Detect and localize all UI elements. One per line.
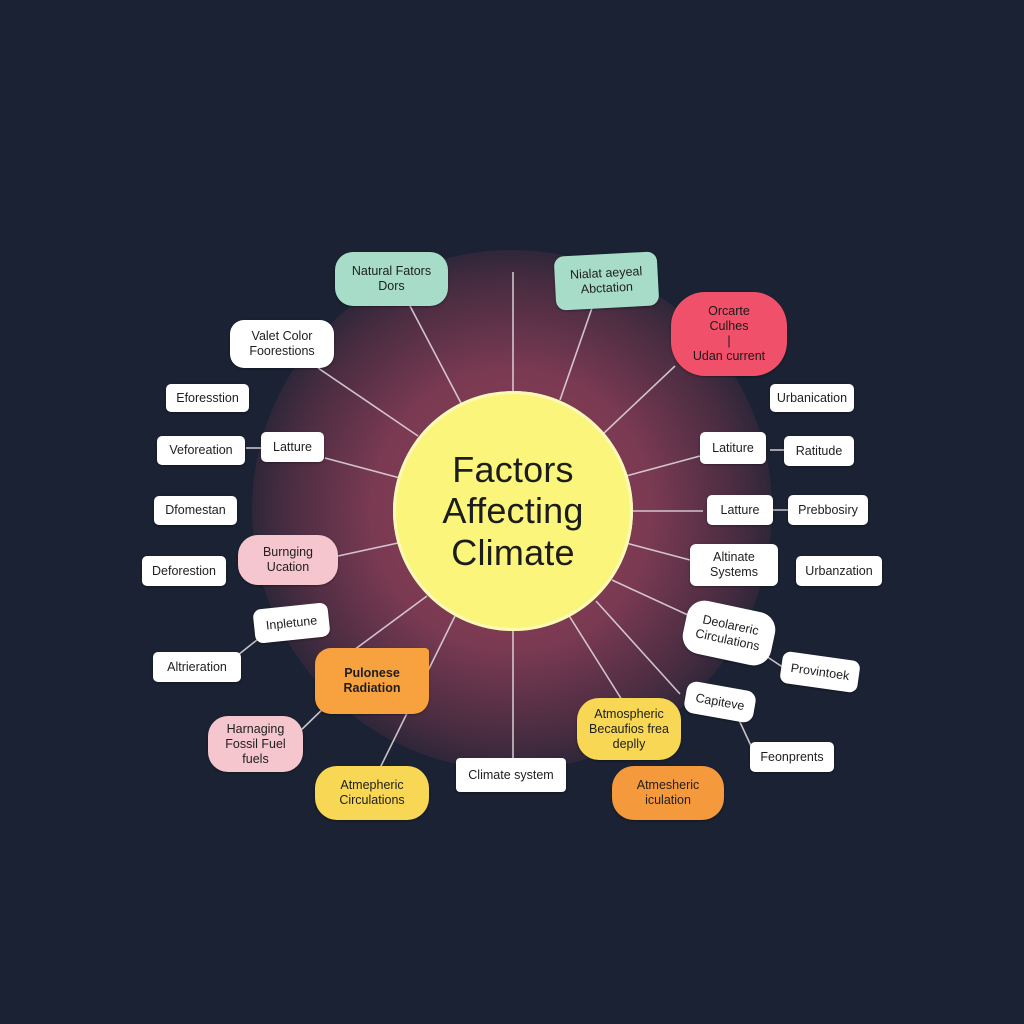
connector-line [409,305,463,406]
connector-line [625,542,691,561]
connector-line [567,613,623,701]
hub-title: Factors Affecting Climate [442,448,584,573]
node-label: Altrieration [167,659,227,674]
connector-line [595,600,681,695]
node-label: Atmesheric iculation [636,778,700,807]
connector-line [611,579,691,617]
node-latture-left[interactable]: Latture [261,432,324,462]
node-label: Latiture [712,440,754,455]
node-label: Eforesstion [176,390,239,405]
node-label: Natural Fators Dors [351,264,432,293]
node-label: Harnaging Fossil Fuel fuels [225,721,286,766]
node-label: Dfomestan [165,503,226,517]
node-urbanication[interactable]: Urbanication [770,384,854,412]
node-label: Climate system [468,767,554,782]
node-burnging-ucation[interactable]: Burnging Ucation [238,535,338,585]
node-dfomestan[interactable]: Dfomestan [154,496,237,525]
node-label: Nialat aeyeal Abctation [569,264,643,297]
node-label: Ratitude [795,443,843,458]
node-atmospheric-becaufios[interactable]: Atmospheric Becaufios frea deplly [577,698,681,760]
node-label: Atmospheric Becaufios frea deplly [589,706,669,751]
node-label: Atmepheric Circulations [339,778,405,807]
node-label: Latture [273,439,312,454]
node-valet-color[interactable]: Valet Color Foorestions [230,320,334,368]
node-altieration[interactable]: Altrieration [153,652,241,682]
node-feonprents[interactable]: Feonprents [750,742,834,772]
node-ratitude[interactable]: Ratitude [784,436,854,466]
node-label: Inpletune [265,612,318,633]
connector-line [353,595,428,651]
connector-line [337,542,399,557]
node-natural-factors[interactable]: Natural Fators Dors [335,252,448,306]
connector-line [738,719,753,749]
connector-line [324,457,401,479]
connector-line [317,367,419,437]
node-label: Urbanication [776,390,848,405]
node-label: Deforestion [152,563,216,578]
connector-line [625,455,701,477]
node-latiture-right[interactable]: Latiture [700,432,766,464]
node-pulonese-radiation[interactable]: Pulonese Radiation [315,648,429,714]
node-label: Provintoek [789,660,851,683]
node-prebbosiry[interactable]: Prebbosiry [788,495,868,525]
node-label: Deolareric Circulations [694,612,761,654]
connector-line [602,365,676,435]
node-label: Pulonese Radiation [343,666,401,695]
node-label: Feonprents [760,749,824,764]
node-label: Latture [720,502,760,517]
node-urbanzation[interactable]: Urbanzation [796,556,882,586]
node-climate-system[interactable]: Climate system [456,758,566,792]
node-eforesstion[interactable]: Eforesstion [166,384,249,412]
node-latture-right[interactable]: Latture [707,495,773,525]
node-label: Capiteve [694,690,746,713]
node-label: Altinate Systems [710,550,758,579]
connector-line [559,307,593,401]
node-label: Valet Color Foorestions [249,329,315,358]
node-deforestion[interactable]: Deforestion [142,556,226,586]
node-natural-aeyeal[interactable]: Nialat aeyeal Abctation [553,251,660,311]
node-atmepheric-circulations[interactable]: Atmepheric Circulations [315,766,429,820]
node-harnaging[interactable]: Harnaging Fossil Fuel fuels [208,716,303,772]
node-atmesheric-iculation[interactable]: Atmesheric iculation [612,766,724,820]
central-hub: Factors Affecting Climate [393,391,633,631]
node-label: Urbanzation [805,563,873,578]
node-label: Burnging Ucation [262,545,314,574]
node-altinate-systems[interactable]: Altinate Systems [690,544,778,586]
node-veforeation[interactable]: Veforeation [157,436,245,465]
node-label: Prebbosiry [798,502,858,517]
node-label: Orcarte Culhes | Udan current [692,304,766,363]
node-orcarte-culhes[interactable]: Orcarte Culhes | Udan current [671,292,787,376]
node-label: Veforeation [169,443,233,457]
